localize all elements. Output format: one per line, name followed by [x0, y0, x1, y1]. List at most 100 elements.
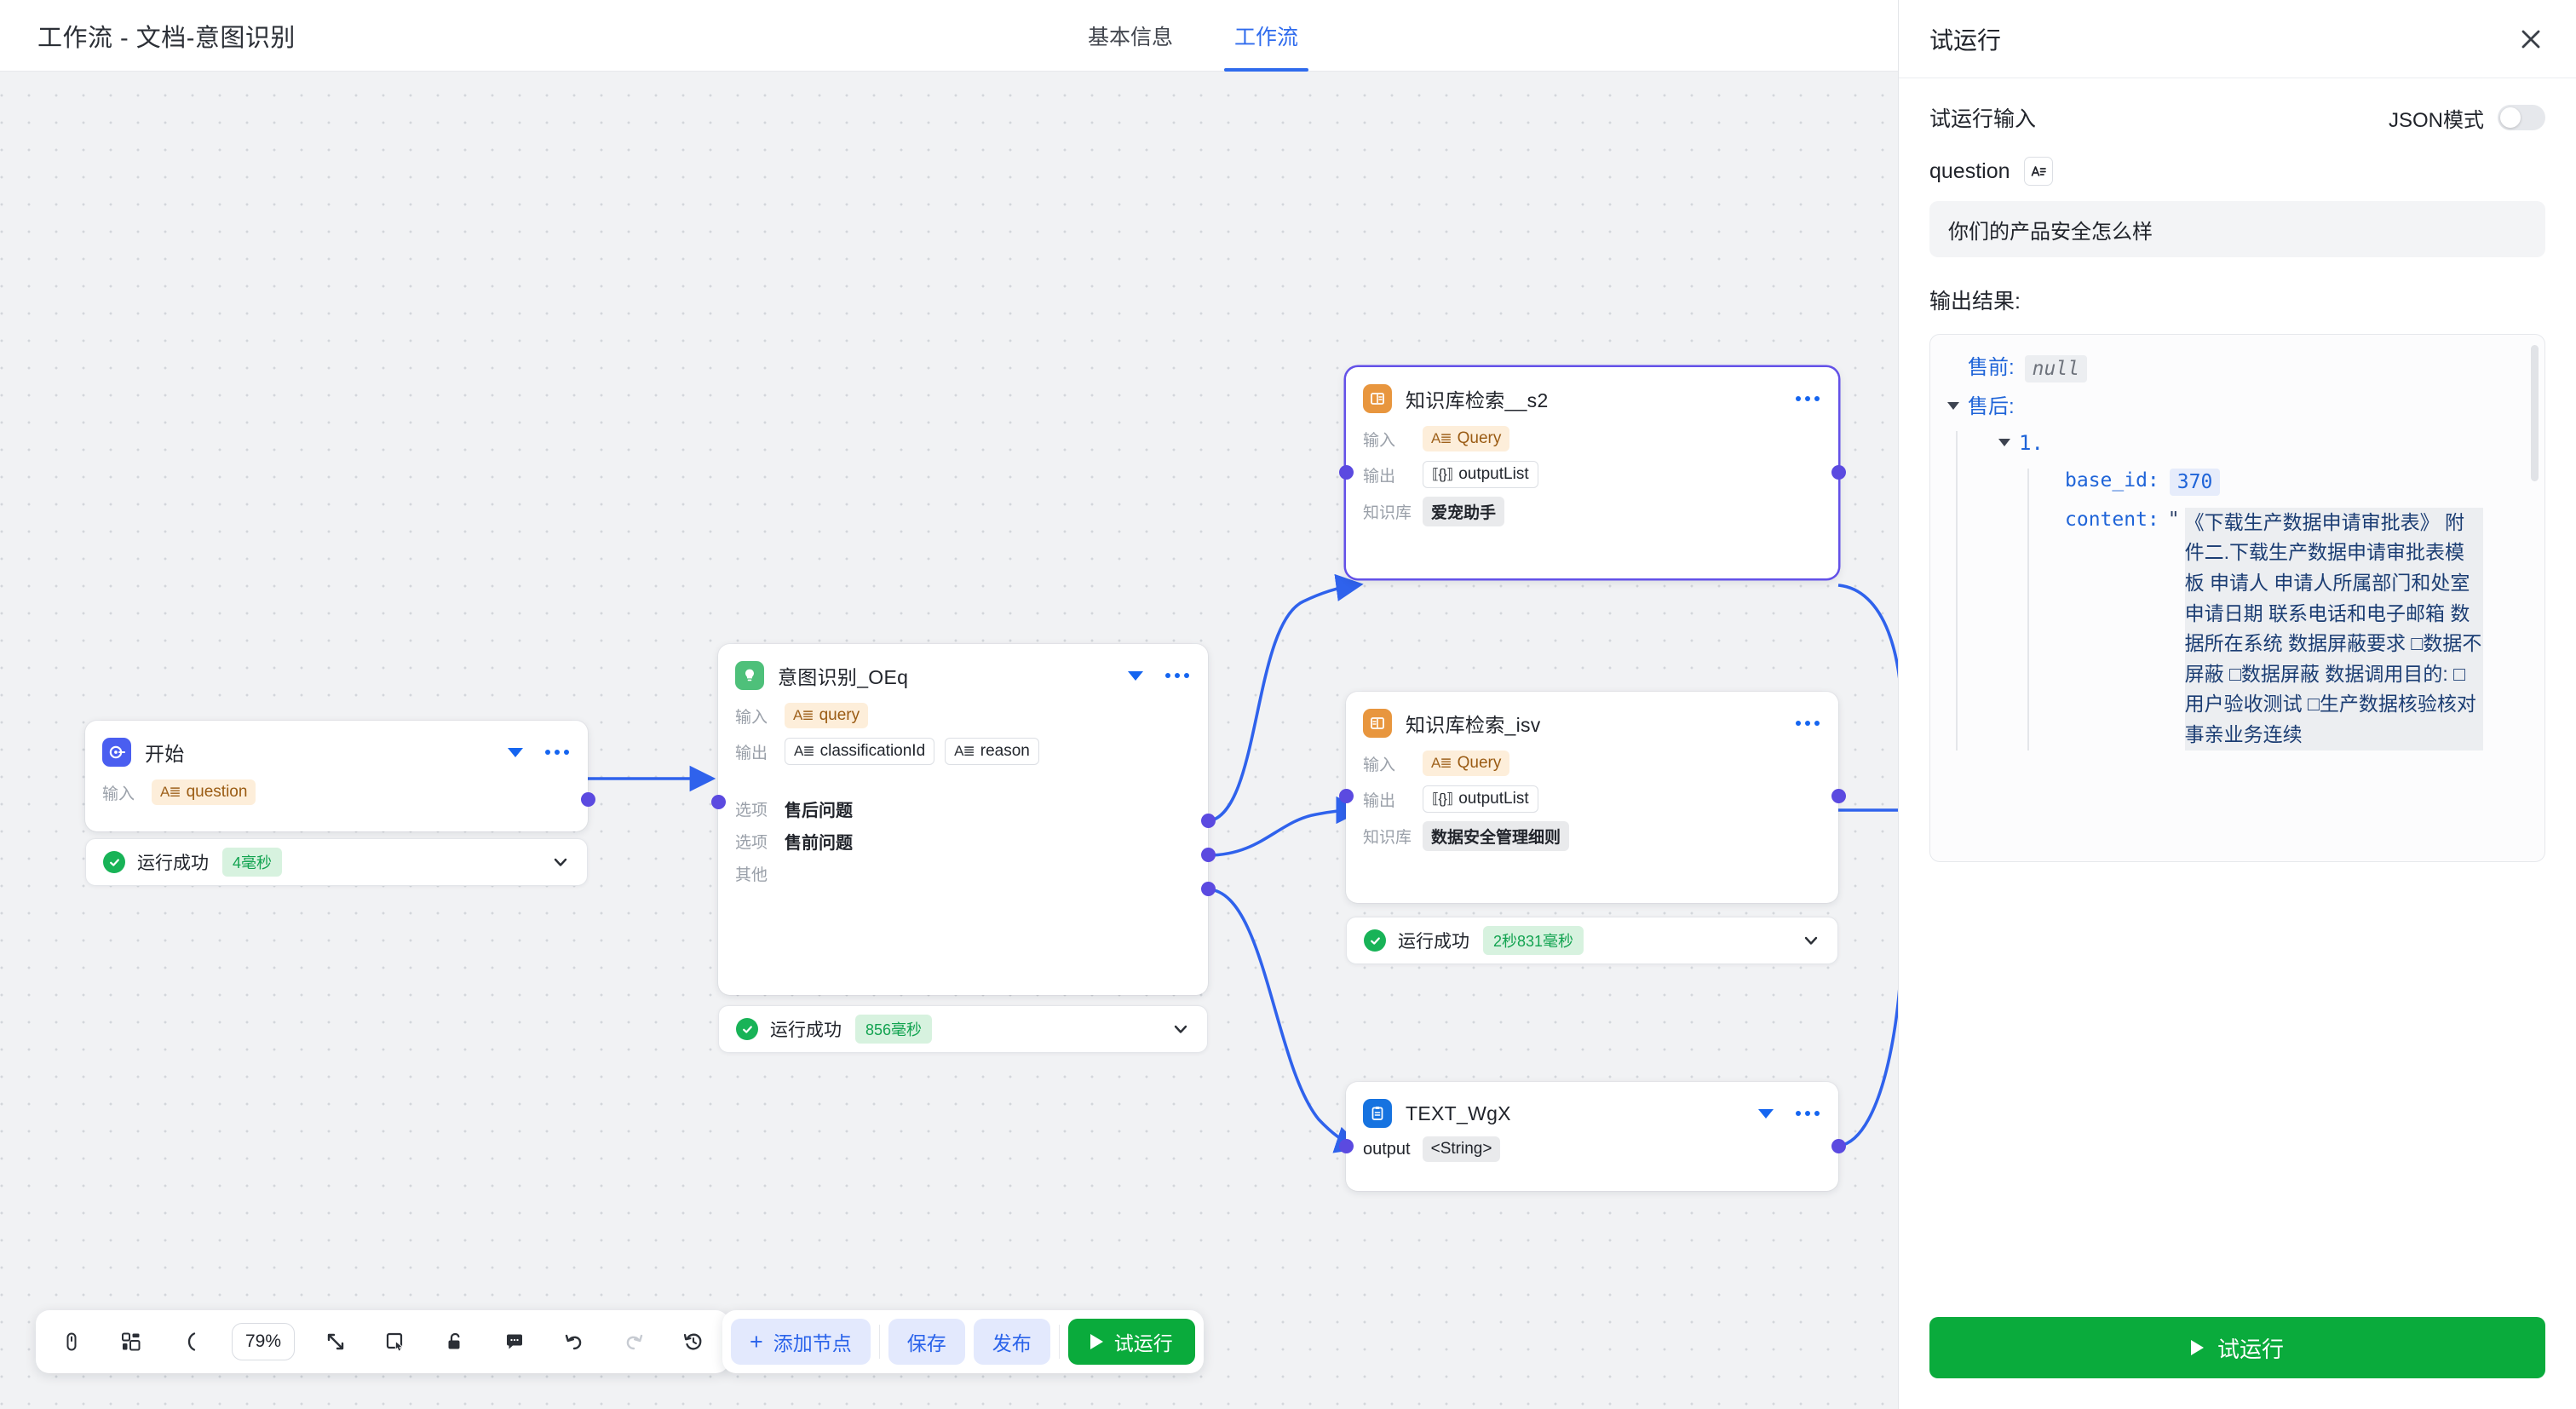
port-intent-output-other[interactable]: [1201, 882, 1216, 896]
json-row-item-1[interactable]: 1.: [1998, 431, 2519, 456]
port-intent-output-1[interactable]: [1201, 814, 1216, 828]
port-text-output[interactable]: [1831, 1139, 1846, 1153]
tree-expand-triangle-icon[interactable]: [1947, 402, 1959, 411]
input-section-row: 试运行输入 JSON模式: [1929, 102, 2545, 133]
edge-kb-s2-out: [1837, 584, 1898, 680]
canvas-toolbar: 79%: [36, 1310, 729, 1373]
node-text-wgx[interactable]: TEXT_WgX output <String>: [1346, 1082, 1838, 1191]
add-node-label: 添加节点: [773, 1332, 852, 1354]
json-value-base-id: 370: [2169, 468, 2221, 496]
fit-view-icon[interactable]: [317, 1323, 354, 1360]
chip-question[interactable]: A≣ question: [152, 779, 256, 805]
tree-expand-triangle-icon[interactable]: [1998, 439, 2010, 447]
more-options-icon[interactable]: [1796, 721, 1820, 726]
divider: [1058, 1325, 1060, 1359]
node-kb-search-isv[interactable]: 知识库检索_isv 输入 A≣ Query 输出 ⟦{}⟧: [1346, 692, 1838, 903]
node-kb-isv-status[interactable]: 运行成功 2秒831毫秒: [1346, 917, 1838, 964]
status-text: 运行成功: [1398, 932, 1469, 952]
chevron-down-icon[interactable]: [1171, 1020, 1190, 1038]
port-kb-s2-output[interactable]: [1831, 465, 1846, 480]
tab-bar: 基本信息 工作流: [1078, 0, 1309, 72]
test-run-button[interactable]: 试运行: [1067, 1319, 1195, 1365]
more-options-icon[interactable]: [1796, 396, 1820, 401]
question-input[interactable]: 你们的产品安全怎么样: [1929, 201, 2545, 257]
port-text-input[interactable]: [1339, 1139, 1354, 1153]
node-intent-status[interactable]: 运行成功 856毫秒: [718, 1005, 1208, 1053]
panel-footer: 试运行: [1899, 1317, 2576, 1409]
intent-option-row-other[interactable]: 其他: [735, 860, 1191, 886]
string-type-icon: A≣: [793, 707, 814, 723]
workflow-canvas[interactable]: 开始 输入 A≣ question 运行: [0, 72, 1898, 1409]
node-kb-isv-output-row: 输出 ⟦{}⟧ outputList: [1363, 785, 1821, 813]
node-kb-isv-body: 输入 A≣ Query 输出 ⟦{}⟧ outputList 知识库: [1346, 745, 1838, 868]
chevron-down-icon[interactable]: [1802, 931, 1820, 950]
add-node-button[interactable]: + 添加节点: [731, 1319, 871, 1365]
more-options-icon[interactable]: [545, 750, 569, 755]
node-intent-output-row: 输出 A≣ classificationId A≣ reason: [735, 738, 1191, 765]
intent-option-row-1[interactable]: 选项 售后问题: [735, 796, 1191, 821]
node-kb-s2-header: 知识库检索__s2: [1346, 367, 1838, 420]
more-options-icon[interactable]: [1796, 1111, 1820, 1116]
cursor-icon[interactable]: [53, 1323, 90, 1360]
json-row-postsale[interactable]: 售后:: [1947, 394, 2519, 419]
chip-reason[interactable]: A≣ reason: [945, 738, 1039, 765]
history-icon[interactable]: [675, 1323, 712, 1360]
chevron-down-icon[interactable]: [551, 853, 570, 871]
select-box-icon[interactable]: [377, 1323, 414, 1360]
status-duration: 2秒831毫秒: [1483, 926, 1584, 955]
string-type-icon: [2023, 157, 2053, 186]
port-kb-isv-output[interactable]: [1831, 789, 1846, 803]
chip-label: outputList: [1458, 465, 1529, 483]
collapse-caret-icon[interactable]: [1758, 1108, 1774, 1119]
node-start[interactable]: 开始 输入 A≣ question: [85, 721, 588, 831]
publish-button[interactable]: 发布: [973, 1319, 1050, 1365]
input-label: 输入: [735, 708, 768, 727]
chip-label: query: [819, 706, 860, 724]
clipboard-icon: [1363, 1099, 1392, 1128]
status-duration: 4毫秒: [222, 848, 283, 877]
zoom-level-display[interactable]: 79%: [232, 1323, 295, 1360]
node-intent-recognition[interactable]: 意图识别_OEq 输入 A≣ query 输出 A≣: [718, 644, 1208, 995]
edge-intent-to-kb-isv: [1207, 796, 1364, 857]
output-result-viewer[interactable]: 售前: null 售后: 1. base_id: 370: [1929, 334, 2545, 862]
chip-query[interactable]: A≣ query: [785, 703, 869, 728]
panel-test-run-button[interactable]: 试运行: [1929, 1317, 2545, 1378]
more-options-icon[interactable]: [1165, 673, 1189, 678]
port-start-output[interactable]: [581, 792, 595, 807]
collapse-caret-icon[interactable]: [1128, 670, 1143, 681]
panel-header: 试运行: [1899, 0, 2576, 78]
port-intent-output-2[interactable]: [1201, 848, 1216, 862]
json-mode-toggle[interactable]: [2498, 105, 2545, 130]
output-key: output: [1363, 1139, 1411, 1159]
node-start-status[interactable]: 运行成功 4毫秒: [85, 838, 588, 886]
chip-classificationid[interactable]: A≣ classificationId: [785, 738, 935, 765]
chip-query[interactable]: A≣ Query: [1423, 426, 1510, 451]
json-item-1-fields: base_id: 370 content: " 《下载生产数据申请审批表》 附件…: [2027, 468, 2519, 751]
chip-knowledge-base[interactable]: 数据安全管理细则: [1423, 821, 1570, 851]
collapse-caret-icon[interactable]: [508, 747, 523, 757]
chip-knowledge-base[interactable]: 爱宠助手: [1423, 497, 1505, 526]
save-button[interactable]: 保存: [888, 1319, 965, 1365]
output-scrollbar-thumb[interactable]: [2531, 345, 2539, 481]
bezier-curve-icon[interactable]: [172, 1323, 210, 1360]
comment-icon[interactable]: [496, 1323, 533, 1360]
node-kb-s2-title: 知识库检索__s2: [1406, 389, 1549, 411]
chip-outputlist[interactable]: ⟦{}⟧ outputList: [1423, 461, 1538, 488]
input-section-label: 试运行输入: [1929, 107, 2037, 131]
chip-outputlist[interactable]: ⟦{}⟧ outputList: [1423, 785, 1538, 813]
close-icon[interactable]: [2516, 25, 2545, 54]
tab-workflow[interactable]: 工作流: [1224, 0, 1309, 72]
port-kb-isv-input[interactable]: [1339, 789, 1354, 803]
json-value-content: 《下载生产数据申请审批表》 附件二.下载生产数据申请审批表模板 申请人 申请人所…: [2184, 507, 2483, 751]
option-label: 选项: [735, 833, 768, 852]
node-kb-search-s2[interactable]: 知识库检索__s2 输入 A≣ Query 输出 ⟦{}⟧: [1346, 367, 1838, 578]
intent-option-row-2[interactable]: 选项 售前问题: [735, 828, 1191, 854]
undo-icon[interactable]: [555, 1323, 593, 1360]
tab-basic-info[interactable]: 基本信息: [1088, 26, 1174, 49]
unlock-icon[interactable]: [436, 1323, 474, 1360]
chip-query[interactable]: A≣ Query: [1423, 751, 1510, 776]
layout-grid-icon[interactable]: [112, 1323, 150, 1360]
port-kb-s2-input[interactable]: [1339, 465, 1354, 480]
node-intent-header: 意图识别_OEq: [718, 644, 1208, 697]
port-intent-input[interactable]: [711, 795, 726, 809]
